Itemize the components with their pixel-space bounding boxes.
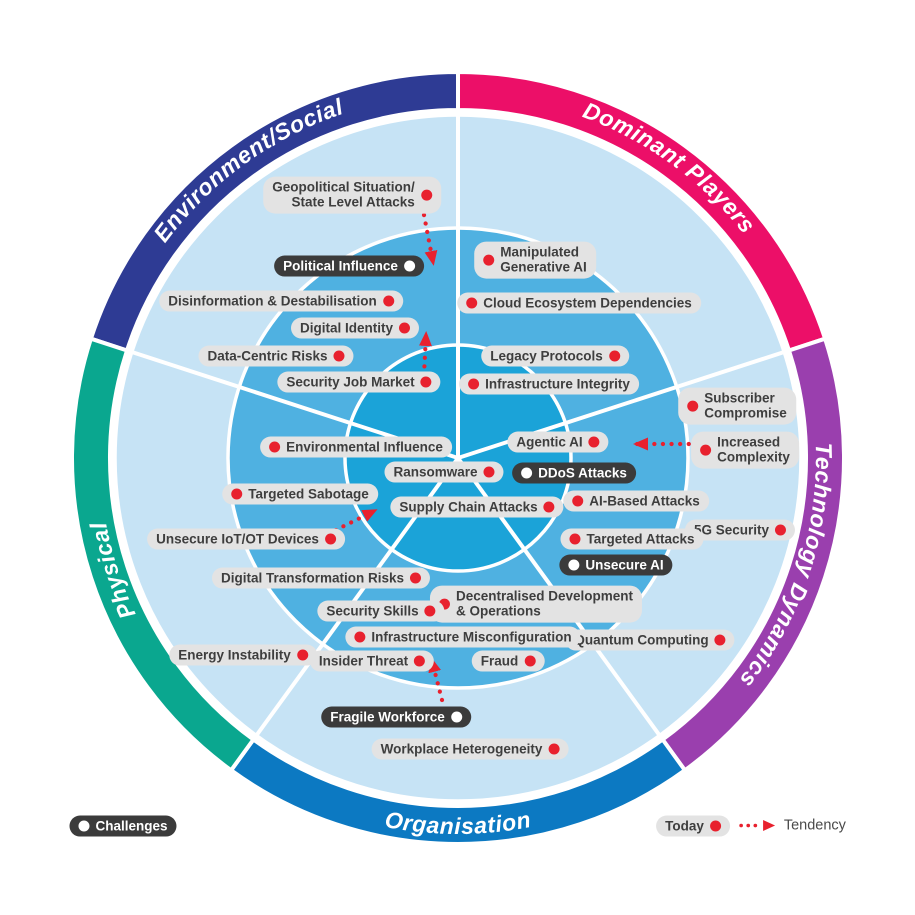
today-dot-icon (709, 820, 721, 832)
legend-challenges-pill: Challenges (69, 815, 177, 837)
legend-today-label: Today (665, 818, 704, 834)
legend-challenges-label: Challenges (95, 818, 168, 834)
challenge-dot-icon (78, 820, 90, 832)
legend-today-pill: Today (656, 815, 730, 837)
tendency-arrow-geopolitical-tendency (421, 212, 438, 266)
legend-tendency-group: Today Tendency (656, 815, 846, 837)
tendency-arrow-icon (739, 820, 775, 832)
sector-arc-physical (70, 336, 257, 774)
legend-tendency-label: Tendency (783, 817, 846, 834)
tendency-arrow-security-job-market-tendency (418, 331, 432, 378)
